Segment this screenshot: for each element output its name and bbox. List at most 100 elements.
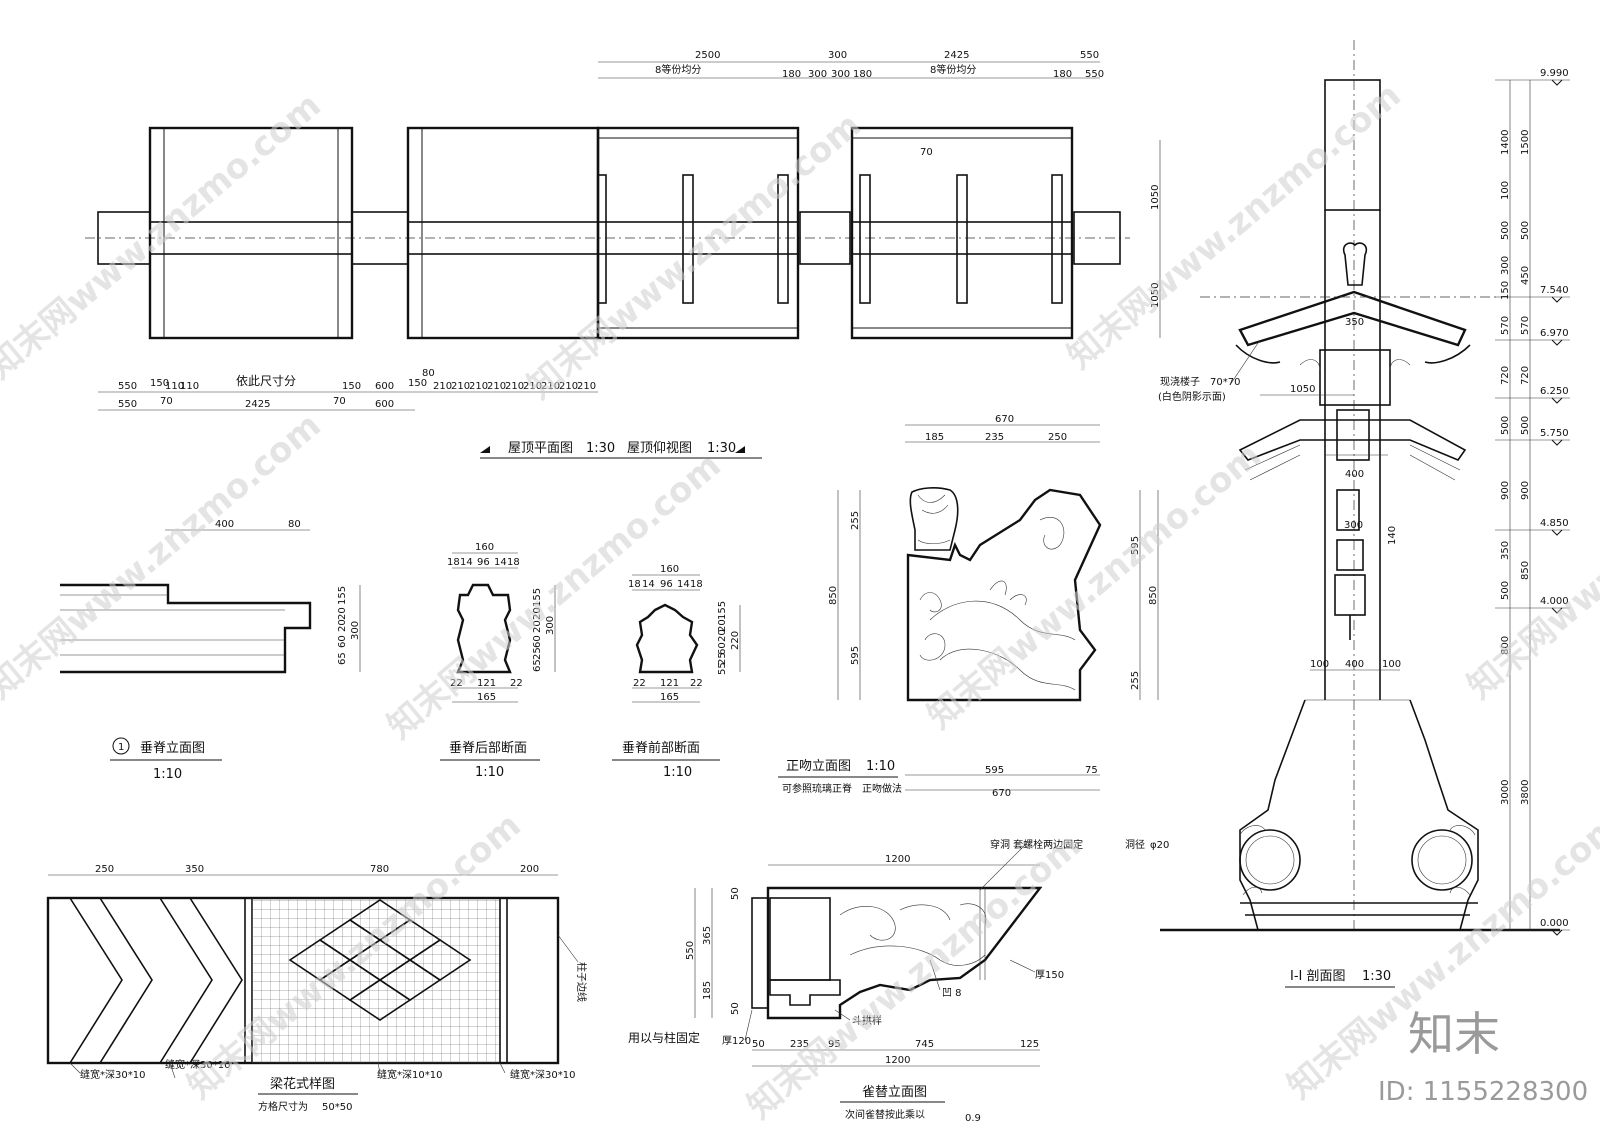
rear-side-2: 155 — [532, 588, 543, 607]
beam-note-1: 缝宽*深30*10 — [80, 1068, 145, 1081]
ridge-dim-7: 60 — [337, 635, 348, 648]
dim-bot-8: 80 — [422, 368, 435, 379]
ridge-dim-4: 155 — [337, 586, 348, 605]
ridge-elev-scale: 1:10 — [153, 767, 182, 782]
front-side-1: 220 — [730, 631, 741, 650]
qt-thick2: 厚120 — [722, 1035, 751, 1047]
svg-text:知末网www.znzmo.com: 知末网www.znzmo.com — [520, 105, 869, 407]
ridge-elev-number: 1 — [118, 742, 124, 753]
ridge-elev-title: 垂脊立面图 — [140, 741, 205, 756]
front-bot-1: 22 — [633, 678, 646, 689]
svg-text:4.000: 4.000 — [1540, 596, 1569, 607]
svg-text:5.750: 5.750 — [1540, 428, 1569, 439]
section-I-I: 400 350 300 140 100 400 100 现浇楼子 70*70 (… — [1158, 40, 1570, 988]
svg-text:800: 800 — [1500, 636, 1511, 655]
rear-top-1: 160 — [475, 542, 494, 553]
brand-id: ID: 1155228300 — [1378, 1077, 1588, 1107]
svg-text:210: 210 — [559, 381, 578, 392]
beam-column-note: 柱子边线 — [575, 962, 588, 1002]
roof-soffit-block-2 — [850, 126, 1074, 340]
dim-bot-4: 110 — [180, 381, 199, 392]
zw-bot-1: 595 — [985, 765, 1004, 776]
dim-top2-4: 300 — [831, 69, 850, 80]
sec-inner-300: 300 — [1344, 520, 1363, 531]
beam-dim-4: 200 — [520, 864, 539, 875]
zw-top-3: 235 — [985, 432, 1004, 443]
qt-left-5: 50 — [730, 1002, 741, 1015]
svg-text:7.540: 7.540 — [1540, 285, 1569, 296]
rear-side-7: 65 — [532, 659, 543, 672]
svg-text:350: 350 — [1500, 541, 1511, 560]
zw-top-4: 250 — [1048, 432, 1067, 443]
section-dims-b: 1500 500 450 570 720 500 900 850 3800 — [1520, 130, 1531, 805]
svg-text:210: 210 — [487, 381, 506, 392]
front-side-3: 20 — [717, 619, 728, 632]
svg-text:500: 500 — [1520, 416, 1531, 435]
dim-top2-7: 180 — [1053, 69, 1072, 80]
sec-inner-100b: 100 — [1382, 659, 1401, 670]
dim-bot-2: 150 — [150, 378, 169, 389]
svg-text:知末网www.znzmo.com: 知末网www.znzmo.com — [1280, 805, 1600, 1107]
roof-plan-block-2 — [406, 126, 600, 340]
beam-subtitle: 方格尺寸为 — [258, 1100, 308, 1113]
zw-right-1: 850 — [1148, 586, 1159, 605]
svg-text:知末网www.znzmo.com: 知末网www.znzmo.com — [1060, 75, 1409, 377]
qt-left-3: 365 — [702, 926, 713, 945]
svg-text:900: 900 — [1520, 481, 1531, 500]
svg-text:210: 210 — [541, 381, 560, 392]
rear-top-2: 18 — [447, 557, 460, 568]
lower-roof — [1238, 419, 1467, 461]
rear-bot-3: 22 — [510, 678, 523, 689]
roof-joint-block — [799, 211, 851, 265]
ridge-dim-8: 65 — [337, 652, 348, 665]
qt-bot-3: 95 — [828, 1039, 841, 1050]
ridge-rear-section: 160 18 14 96 14 18 22 121 22 165 300 155… — [440, 542, 556, 780]
rear-bot-1: 22 — [450, 678, 463, 689]
section-scale: 1:30 — [1362, 969, 1391, 984]
ridge-front-title: 垂脊前部断面 — [622, 740, 700, 756]
qt-left-4: 185 — [702, 981, 713, 1000]
svg-text:570: 570 — [1520, 316, 1531, 335]
sec-inner-100a: 100 — [1310, 659, 1329, 670]
front-bot-3: 22 — [690, 678, 703, 689]
svg-text:6.970: 6.970 — [1540, 328, 1569, 339]
svg-text:500: 500 — [1500, 416, 1511, 435]
svg-text:6.250: 6.250 — [1540, 386, 1569, 397]
ridge-elevation: 400 80 300 155 20 20 60 65 1 垂脊立面图 1:10 — [60, 519, 361, 782]
beam-note-4: 缝宽*深30*10 — [510, 1068, 575, 1081]
dim-top-2: 300 — [828, 50, 847, 61]
sec-inner-400b: 400 — [1345, 659, 1364, 670]
zw-left-3: 595 — [850, 646, 861, 665]
dim-top2-1: 8等份均分 — [655, 63, 701, 76]
beam-subtitle-val: 50*50 — [322, 1102, 352, 1113]
svg-text:720: 720 — [1520, 366, 1531, 385]
beam-title: 梁花式样图 — [270, 1076, 335, 1092]
rear-top-4: 96 — [477, 557, 490, 568]
zhengwen-title: 正吻立面图 — [786, 759, 851, 774]
svg-text:3800: 3800 — [1520, 780, 1531, 805]
svg-text:210: 210 — [469, 381, 488, 392]
zw-bot-3: 670 — [992, 788, 1011, 799]
zw-right-2: 595 — [1130, 536, 1141, 555]
svg-text:500: 500 — [1520, 221, 1531, 240]
rear-bot-2: 121 — [477, 678, 496, 689]
beam-dim-3: 780 — [370, 864, 389, 875]
front-top-4: 96 — [660, 579, 673, 590]
ridge-dim-5: 20 — [337, 607, 348, 620]
zw-top-2: 185 — [925, 432, 944, 443]
roof-plan: 2500 300 2425 550 8等份均分 180 300 300 180 … — [85, 50, 1161, 459]
qt-bot-5: 125 — [1020, 1039, 1039, 1050]
svg-text:知末网www.znzmo.com: 知末网www.znzmo.com — [0, 405, 329, 707]
front-side-7: 55 — [717, 662, 728, 675]
roof-soffit-title: 屋顶仰视图 — [627, 441, 692, 456]
ridge-rear-title: 垂脊后部断面 — [449, 741, 527, 756]
beam-dim-1: 250 — [95, 864, 114, 875]
ridge-dim-2: 80 — [288, 519, 301, 530]
rear-bot-4: 165 — [477, 692, 496, 703]
sec-note: 现浇楼子 — [1160, 375, 1200, 388]
qt-hole-val: φ20 — [1150, 840, 1169, 851]
qt-top: 1200 — [885, 854, 910, 865]
dim-bot-6: 600 — [375, 381, 394, 392]
